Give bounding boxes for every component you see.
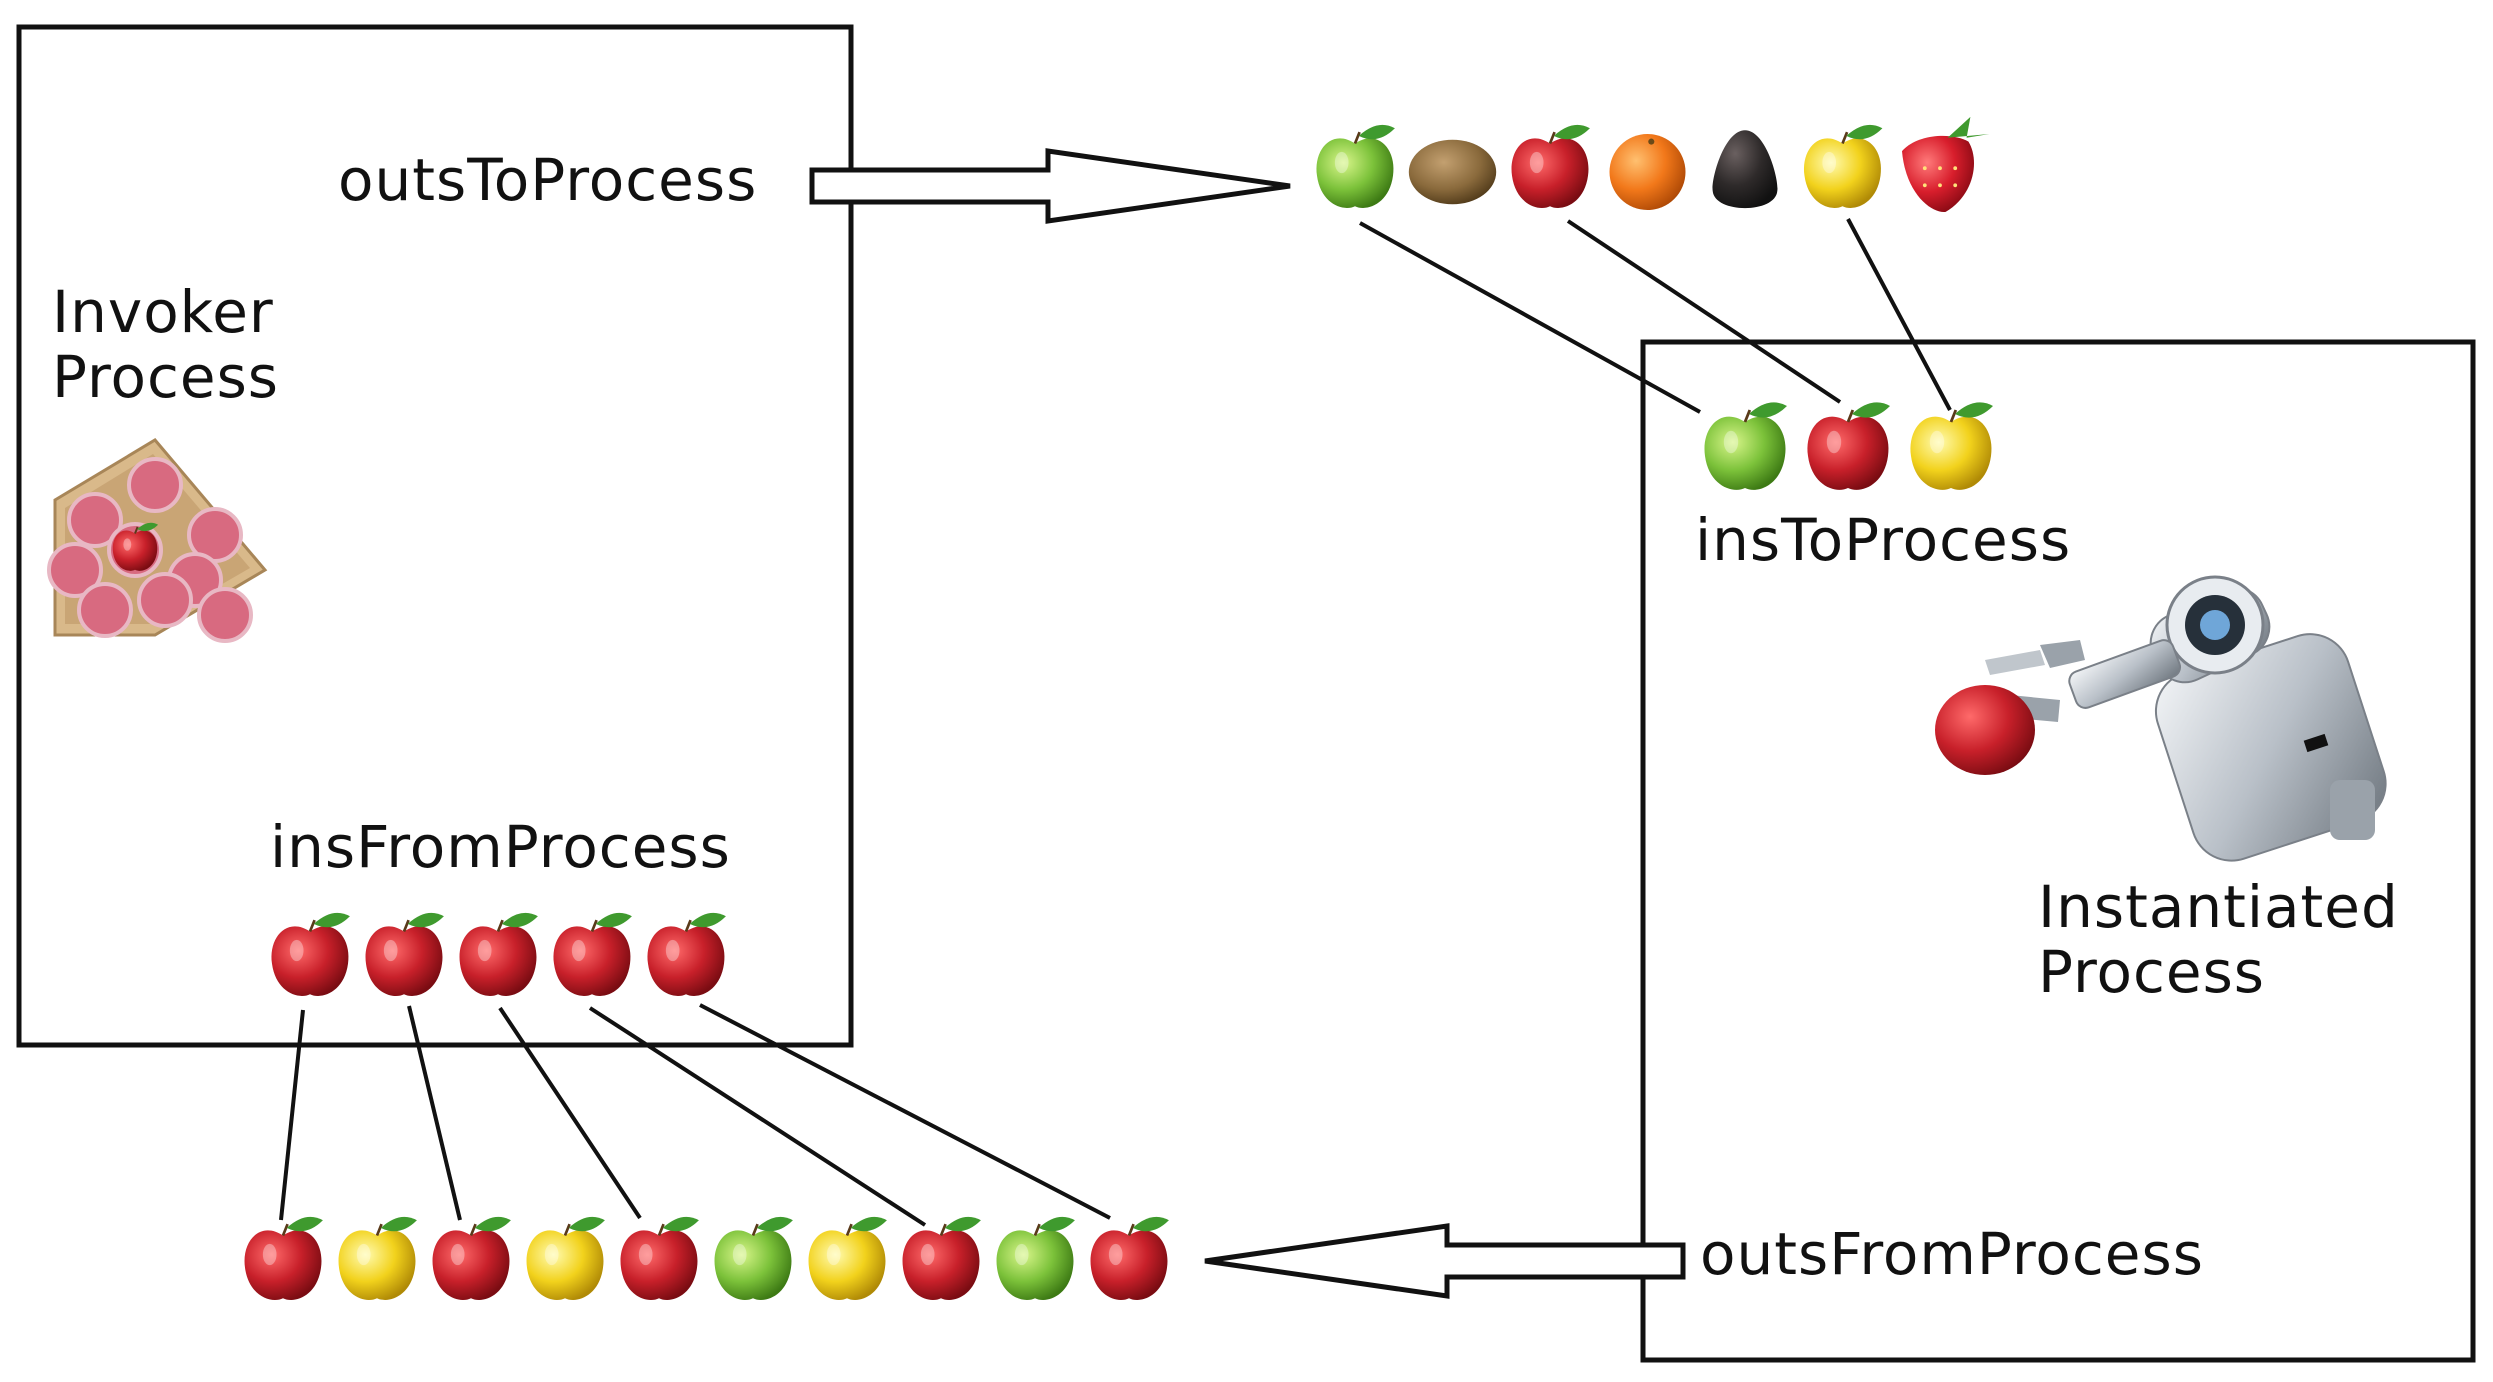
connector-line — [279, 1009, 305, 1221]
green-apple-icon — [996, 1216, 1075, 1300]
yellow-apple-icon — [526, 1216, 605, 1300]
yellow-apple-icon — [1910, 402, 1993, 490]
ins-from-process-label: insFromProcess — [270, 813, 731, 881]
red-apple-icon — [1511, 124, 1590, 208]
fruit-layer — [244, 116, 1993, 1300]
invoker-title-line1: Invoker — [52, 278, 274, 346]
red-apple-icon — [459, 912, 538, 996]
strawberry-icon — [1902, 116, 1990, 213]
green-apple-icon — [1316, 124, 1395, 208]
red-apple-icon — [244, 1216, 323, 1300]
instantiated-title-line2: Process — [2038, 937, 2266, 1006]
invoker-process-title: Invoker Process — [52, 280, 279, 410]
instantiated-process-box — [1640, 339, 2476, 1363]
connector-line — [588, 1006, 927, 1227]
ins-to-process-label: insToProcess — [1695, 506, 2072, 574]
outs-to-process-arrow — [809, 148, 1291, 224]
crate-apple — [67, 492, 123, 548]
green-apple-icon — [1704, 402, 1787, 490]
invoker-process-box — [16, 24, 854, 1048]
orange-icon — [1609, 134, 1686, 210]
instantiated-title-line1: Instantiated — [2038, 873, 2399, 941]
red-apple-icon — [1090, 1216, 1169, 1300]
avocado-icon — [1712, 130, 1778, 209]
crate-apple — [47, 542, 103, 598]
red-apple-icon — [365, 912, 444, 996]
crate-apple — [127, 457, 183, 513]
red-apple-icon — [112, 522, 159, 571]
red-apple-icon — [271, 912, 350, 996]
yellow-apple-icon — [1804, 124, 1883, 208]
outs-from-process-arrow — [1204, 1223, 1686, 1299]
crate-apple — [137, 572, 193, 628]
crate-apple — [77, 582, 133, 638]
red-apple-icon — [902, 1216, 981, 1300]
apple-crate-image — [47, 438, 268, 643]
crate-apple — [197, 587, 253, 643]
instantiated-process-title: Instantiated Process — [2038, 875, 2399, 1005]
connector-line — [699, 1003, 1111, 1220]
red-apple-icon — [647, 912, 726, 996]
kiwi-icon — [1408, 139, 1497, 205]
connector-line — [1359, 221, 1701, 414]
yellow-apple-icon — [338, 1216, 417, 1300]
connector-line — [407, 1005, 462, 1221]
outs-from-process-label: outsFromProcess — [1700, 1220, 2204, 1288]
red-apple-icon — [553, 912, 632, 996]
connector-line — [1846, 218, 1952, 411]
red-apple-icon — [620, 1216, 699, 1300]
invoker-title-line2: Process — [52, 342, 280, 411]
connector-line — [1566, 219, 1842, 404]
yellow-apple-icon — [808, 1216, 887, 1300]
robot-arm-image — [1935, 575, 2387, 862]
green-apple-icon — [714, 1216, 793, 1300]
outs-to-process-label: outsToProcess — [338, 146, 758, 214]
red-apple-icon — [432, 1216, 511, 1300]
red-apple-icon — [1807, 402, 1890, 490]
connector-line — [498, 1006, 642, 1220]
